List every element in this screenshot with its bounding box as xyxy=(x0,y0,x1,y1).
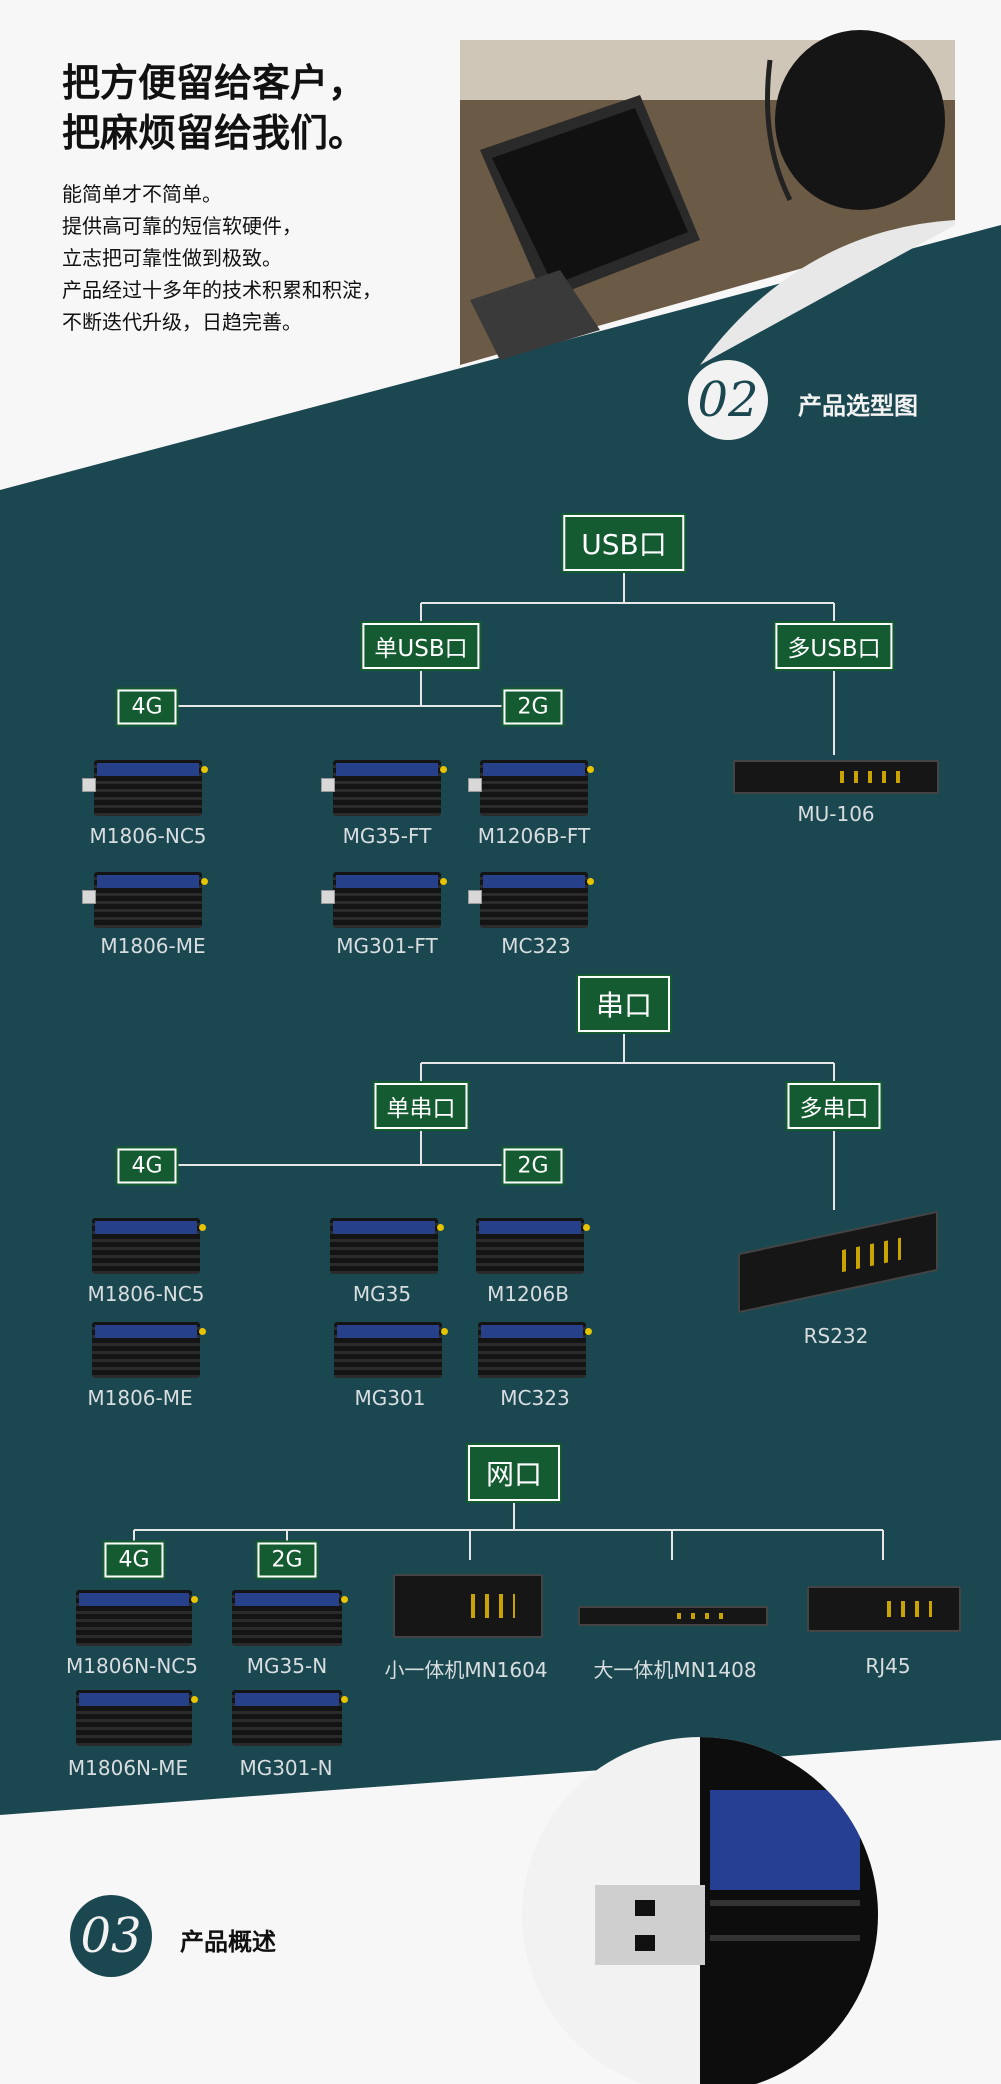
usb-closeup-image xyxy=(522,1737,878,2084)
usb-multi-label: MU-106 xyxy=(797,802,875,826)
serial-root-node: 串口 xyxy=(577,976,671,1032)
network-modem-m1806n-nc5 xyxy=(76,1590,198,1646)
tree-lines xyxy=(133,563,884,1560)
intro-body: 能简单才不简单。 提供高可靠的短信软硬件， 立志把可靠性做到极致。 产品经过十多… xyxy=(62,182,382,334)
usb-modem-m1806-nc5 xyxy=(82,760,208,816)
usb-modem-mc323 xyxy=(468,872,594,928)
network-label-1: M1806N-NC5 xyxy=(66,1654,198,1678)
usb-modem-mg35-ft xyxy=(321,760,447,816)
serial-modem-mg301 xyxy=(334,1322,448,1378)
section-02-title: 产品选型图 xyxy=(798,392,918,420)
network-modem-mg301-n xyxy=(232,1690,348,1746)
usb-multi-device-mu106 xyxy=(733,760,939,794)
usb-label-1: M1806-NC5 xyxy=(89,824,207,848)
serial-label-2: MG35 xyxy=(352,1282,412,1306)
network-label-3: 小一体机MN1604 xyxy=(384,1658,548,1682)
serial-modem-m1806-me xyxy=(92,1322,206,1378)
serial-modem-mg35 xyxy=(330,1218,444,1274)
usb-modem-m1806-me xyxy=(82,872,208,928)
usb-label-2: MG35-FT xyxy=(342,824,432,848)
network-label-4: 大一体机MN1408 xyxy=(593,1658,757,1682)
intro-headline: 把方便留给客户， 把麻烦留给我们。 xyxy=(62,61,367,156)
network-device-rj45 xyxy=(807,1586,961,1632)
network-label-5: RJ45 xyxy=(865,1654,911,1678)
serial-modem-mc323 xyxy=(478,1322,592,1378)
usb-4g-node: 4G xyxy=(117,689,177,725)
usb-root-node: USB口 xyxy=(563,515,685,571)
network-device-mn1604 xyxy=(393,1574,543,1638)
section-03-title: 产品概述 xyxy=(180,1928,276,1956)
network-label-6: M1806N-ME xyxy=(67,1756,189,1780)
section-03-badge: 03 xyxy=(70,1895,152,1977)
serial-label-1: M1806-NC5 xyxy=(87,1282,205,1306)
usb-multi-node: 多USB口 xyxy=(775,623,893,669)
serial-label-5: MG301 xyxy=(354,1386,426,1410)
serial-label-6: MC323 xyxy=(500,1386,570,1410)
usb-modem-m1206b-ft xyxy=(468,760,594,816)
serial-2g-node: 2G xyxy=(503,1148,563,1184)
serial-4g-node: 4G xyxy=(117,1148,177,1184)
serial-single-node: 单串口 xyxy=(374,1083,468,1129)
serial-modem-m1206b xyxy=(476,1218,590,1274)
usb-label-3: M1206B-FT xyxy=(477,824,591,848)
usb-modem-mg301-ft xyxy=(321,872,447,928)
network-4g-node: 4G xyxy=(104,1542,164,1578)
serial-label-3: M1206B xyxy=(487,1282,569,1306)
network-device-mn1408 xyxy=(578,1606,768,1626)
network-label-2: MG35-N xyxy=(246,1654,328,1678)
usb-label-6: MC323 xyxy=(501,934,571,958)
network-label-7: MG301-N xyxy=(239,1756,333,1780)
network-modem-mg35-n xyxy=(232,1590,348,1646)
network-modem-m1806n-me xyxy=(76,1690,198,1746)
usb-label-5: MG301-FT xyxy=(336,934,438,958)
section-02-badge: 02 xyxy=(688,360,768,440)
usb-2g-node: 2G xyxy=(503,689,563,725)
usb-single-node: 单USB口 xyxy=(362,623,480,669)
serial-label-4: M1806-ME xyxy=(87,1386,193,1410)
network-root-node: 网口 xyxy=(467,1445,561,1501)
serial-multi-label: RS232 xyxy=(803,1324,869,1348)
serial-multi-node: 多串口 xyxy=(787,1083,881,1129)
teal-panel xyxy=(0,225,1001,1815)
serial-modem-m1806-nc5 xyxy=(92,1218,206,1274)
customer-service-photo xyxy=(460,30,955,365)
network-2g-node: 2G xyxy=(257,1542,317,1578)
usb-label-4: M1806-ME xyxy=(100,934,206,958)
